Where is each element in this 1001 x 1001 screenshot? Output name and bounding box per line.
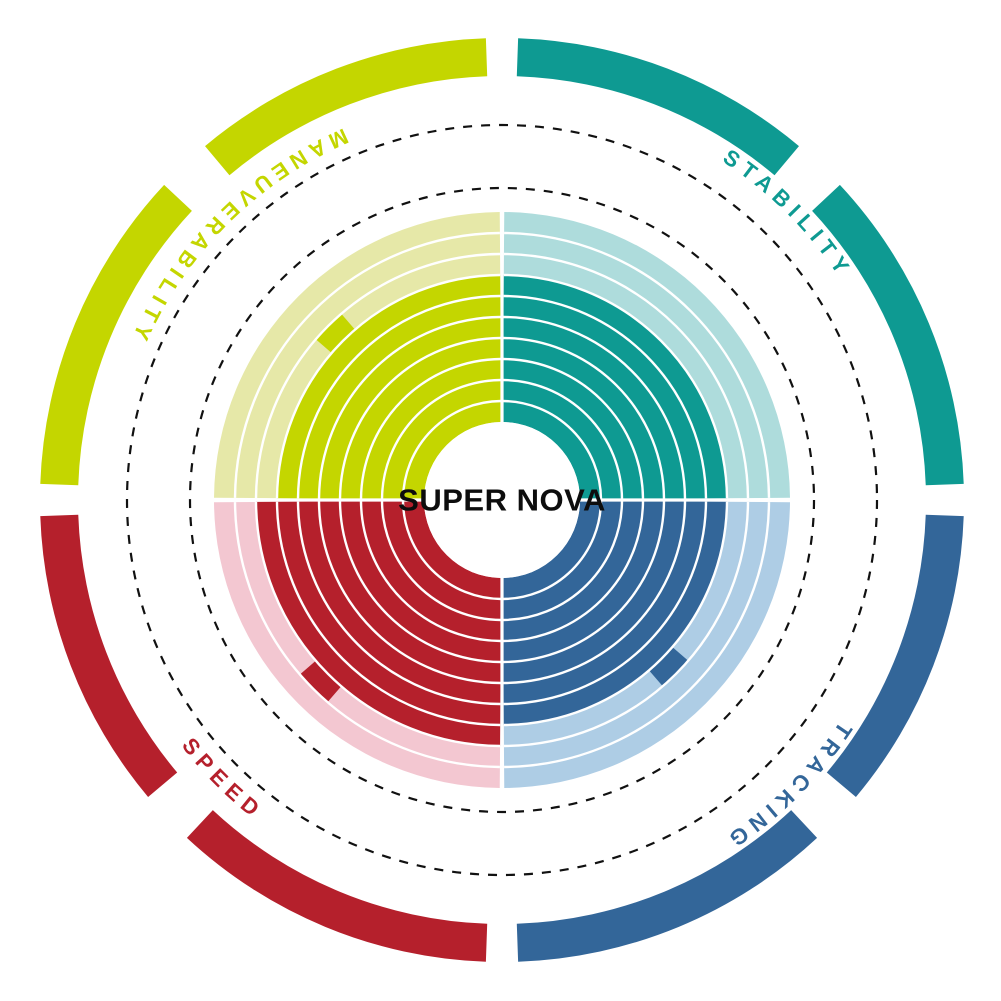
center-hole xyxy=(424,422,580,578)
segment-notch-tracking xyxy=(649,647,689,687)
ring-separator xyxy=(317,501,501,685)
segment-value-tracking xyxy=(502,500,727,725)
ring-separator xyxy=(338,336,501,499)
ring-separator xyxy=(502,500,624,622)
ring-separator-layer xyxy=(233,231,771,769)
center-title: SUPER NOVA xyxy=(398,483,606,518)
ring-separator xyxy=(504,231,771,498)
segment-value-layer xyxy=(256,275,727,746)
ring-separator xyxy=(503,501,645,643)
outer-arc-layer xyxy=(40,38,964,962)
ring-separator xyxy=(275,273,501,499)
ring-separator xyxy=(254,252,501,499)
segment-value-stability xyxy=(502,275,727,500)
ring-separator xyxy=(380,500,502,622)
ring-separator xyxy=(380,378,502,500)
segment-notch-speed xyxy=(299,660,342,703)
outer-arc-speed xyxy=(40,514,178,797)
dashed-gridline xyxy=(188,186,816,814)
ring-separator xyxy=(317,315,501,499)
ring-separator xyxy=(502,500,603,601)
ring-separator xyxy=(275,501,501,727)
ring-separator xyxy=(503,336,666,499)
ring-separator xyxy=(502,378,624,500)
segment-value-speed xyxy=(256,500,502,746)
ring-separator xyxy=(359,501,501,643)
axis-label-text: SPEED xyxy=(177,733,263,825)
ring-separator xyxy=(503,501,708,706)
outer-arc-speed xyxy=(186,810,488,962)
ring-separator xyxy=(296,501,501,706)
segment-notch-maneuverability xyxy=(315,313,355,353)
segment-notch-layer xyxy=(299,313,689,703)
ring-separator xyxy=(233,231,500,498)
ring-separator xyxy=(502,399,603,500)
ring-separator xyxy=(401,399,502,500)
ring-separator xyxy=(233,502,500,769)
axis-label-speed: SPEED xyxy=(177,733,269,825)
ring-separator xyxy=(503,252,750,499)
ring-separator xyxy=(359,357,501,499)
ring-separator xyxy=(254,501,501,748)
ring-separator xyxy=(401,500,502,601)
ring-separator xyxy=(296,294,501,499)
outer-arc-tracking xyxy=(826,514,964,797)
ring-separator xyxy=(338,501,501,664)
outer-arc-maneuverability xyxy=(205,38,488,176)
outer-arc-maneuverability xyxy=(40,184,192,486)
dashed-gridline-layer xyxy=(125,123,879,877)
outer-arc-tracking xyxy=(516,810,818,962)
ring-separator xyxy=(503,501,729,727)
ring-separator xyxy=(503,315,687,499)
segment-value-maneuverability xyxy=(277,275,502,500)
ring-separator xyxy=(503,357,645,499)
ring-separator xyxy=(504,502,771,769)
outer-arc-stability xyxy=(812,184,964,486)
quadrant-gap-layer xyxy=(213,211,791,789)
dashed-gridline xyxy=(125,123,879,877)
ring-separator xyxy=(503,501,666,664)
outer-arc-stability xyxy=(516,38,799,176)
ring-separator xyxy=(503,294,708,499)
ring-separator xyxy=(503,501,750,748)
ring-separator xyxy=(503,501,687,685)
ring-separator xyxy=(503,273,729,499)
